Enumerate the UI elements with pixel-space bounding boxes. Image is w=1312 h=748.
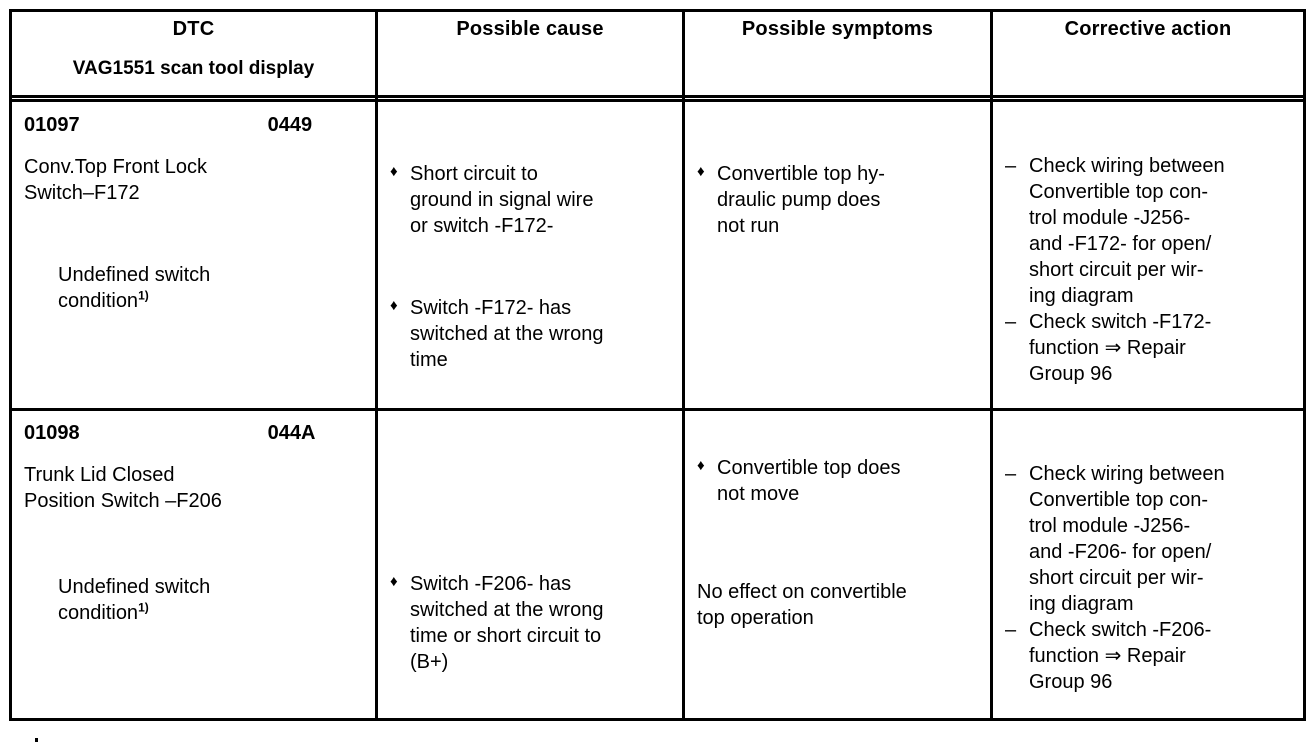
diamond-bullet-icon: ♦ (390, 296, 398, 314)
dtc-condition: Undefined switch condition1) (58, 262, 365, 314)
table-header-row: DTC VAG1551 scan tool display Possible c… (11, 10, 1305, 103)
diamond-bullet-icon: ♦ (697, 457, 705, 475)
dtc-component-name: Conv.Top Front Lock Switch–F172 (24, 155, 208, 204)
list-item-text: Convertible top hy- draulic pump does no… (717, 162, 885, 237)
corrective-action-list: – Check wiring between Convertible top c… (1005, 153, 1293, 387)
list-item: ♦ Short circuit to ground in signal wire… (390, 161, 672, 239)
scan-artifact-speck (35, 738, 38, 742)
dtc-code-line: 01098 044A (24, 423, 365, 443)
possible-symptoms-list: ♦ Convertible top hy- draulic pump does … (697, 161, 980, 239)
list-item: – Check wiring between Convertible top c… (1005, 153, 1293, 309)
cell-dtc: 01097 0449 Conv.Top Front Lock Switch–F1… (11, 103, 377, 410)
dtc-condition-text: Undefined switch condition (58, 263, 211, 312)
dtc-condition: Undefined switch condition1) (58, 574, 365, 626)
list-item-text: Check switch -F206- function ⇒ Repair Gr… (1029, 619, 1212, 694)
column-header-possible-symptoms: Possible symptoms (682, 10, 992, 103)
dash-bullet-icon: – (1005, 310, 1017, 333)
list-item-text: Convertible top does not move (717, 457, 901, 506)
diamond-bullet-icon: ♦ (390, 162, 398, 180)
dtc-fault-table: DTC VAG1551 scan tool display Possible c… (9, 9, 1306, 721)
table-row: 01097 0449 Conv.Top Front Lock Switch–F1… (11, 102, 1305, 410)
column-header-possible-cause-label: Possible cause (456, 18, 604, 40)
list-item-text: Switch -F172- has switched at the wrong … (410, 296, 604, 371)
list-item: – Check switch -F172- function ⇒ Repair … (1005, 309, 1293, 387)
possible-cause-list: ♦ Short circuit to ground in signal wire… (390, 161, 672, 373)
diamond-bullet-icon: ♦ (697, 162, 705, 180)
dash-bullet-icon: – (1005, 619, 1017, 642)
list-item-text: Check wiring between Convertible top con… (1029, 463, 1225, 616)
list-item-text: Check wiring between Convertible top con… (1029, 154, 1225, 307)
dash-bullet-icon: – (1005, 154, 1017, 177)
cell-corrective-action: – Check wiring between Convertible top c… (990, 102, 1305, 410)
list-item: – Check wiring between Convertible top c… (1005, 461, 1293, 617)
column-header-possible-symptoms-label: Possible symptoms (741, 18, 934, 40)
list-item: ♦ Switch -F206- has switched at the wron… (390, 571, 672, 675)
dtc-hex-code: 0449 (267, 113, 313, 136)
list-item: – Check switch -F206- function ⇒ Repair … (1005, 617, 1293, 695)
cell-possible-cause: ♦ Short circuit to ground in signal wire… (375, 102, 684, 410)
diamond-bullet-icon: ♦ (390, 573, 398, 591)
dtc-code: 01098 (24, 422, 80, 445)
list-item-text: Check switch -F172- function ⇒ Repair Gr… (1029, 310, 1212, 385)
corrective-action-list: – Check wiring between Convertible top c… (1005, 461, 1293, 695)
cell-corrective-action: – Check wiring between Convertible top c… (990, 408, 1305, 720)
column-header-dtc-subtitle: VAG1551 scan tool display (72, 58, 315, 79)
table-row: 01098 044A Trunk Lid Closed Position Swi… (10, 408, 1305, 720)
list-item-text: Short circuit to ground in signal wire o… (410, 162, 594, 237)
dash-bullet-icon: – (1005, 463, 1017, 486)
column-header-dtc: DTC VAG1551 scan tool display (11, 11, 377, 103)
footnote-marker: 1) (138, 287, 149, 302)
column-header-dtc-title: DTC (172, 18, 215, 40)
dtc-code-line: 01097 0449 (24, 115, 365, 135)
cell-possible-symptoms: ♦ Convertible top hy- draulic pump does … (682, 102, 992, 410)
cell-dtc: 01098 044A Trunk Lid Closed Position Swi… (10, 408, 377, 720)
list-item: ♦ Convertible top hy- draulic pump does … (697, 161, 980, 239)
dtc-component-name: Trunk Lid Closed Position Switch –F206 (24, 464, 222, 513)
dtc-hex-code: 044A (267, 422, 316, 445)
possible-cause-list: ♦ Switch -F206- has switched at the wron… (390, 571, 672, 675)
symptom-note: No effect on convertible top operation (697, 581, 907, 630)
column-header-possible-cause: Possible cause (375, 10, 684, 103)
footnote-marker: 1) (138, 600, 149, 615)
column-header-corrective-action: Corrective action (990, 10, 1305, 103)
list-item: ♦ Convertible top does not move (697, 455, 980, 507)
list-item: ♦ Switch -F172- has switched at the wron… (390, 295, 672, 373)
column-header-corrective-action-label: Corrective action (1064, 18, 1232, 40)
dtc-code: 01097 (24, 113, 80, 136)
dtc-condition-text: Undefined switch condition (58, 576, 211, 625)
cell-possible-symptoms: ♦ Convertible top does not move No effec… (682, 408, 992, 720)
cell-possible-cause: ♦ Switch -F206- has switched at the wron… (375, 408, 684, 720)
possible-symptoms-list: ♦ Convertible top does not move (697, 455, 980, 507)
list-item-text: Switch -F206- has switched at the wrong … (410, 573, 604, 674)
